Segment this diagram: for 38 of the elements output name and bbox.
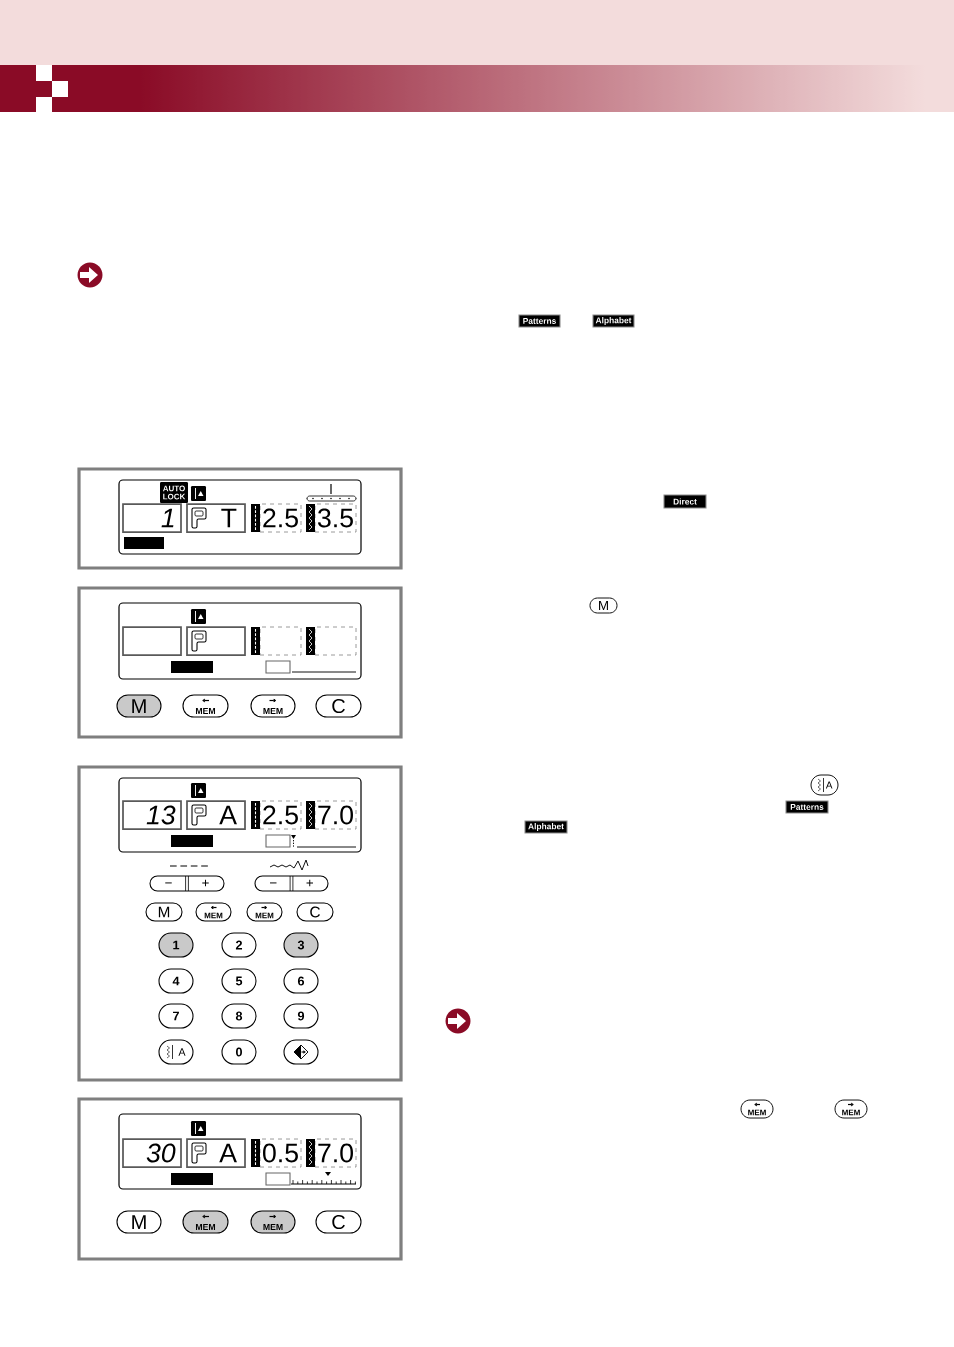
plus-minus-key: − + — [254, 875, 329, 892]
number-field: 13 — [122, 800, 182, 830]
mode-tab: Patterns — [518, 314, 561, 328]
width-field: 3.5 — [314, 503, 357, 533]
number-field: 30 — [122, 1138, 182, 1168]
mode-tab: Patterns — [785, 800, 829, 814]
key: C — [315, 1210, 362, 1234]
width-field — [314, 626, 357, 656]
foot-field: A — [186, 1138, 246, 1168]
number-field — [122, 626, 182, 656]
key: A — [810, 774, 839, 796]
width-field: 7.0 — [314, 800, 357, 830]
mode-tab: Direct — [663, 494, 707, 509]
key: C — [315, 694, 362, 718]
key: M — [116, 1210, 162, 1234]
mem-key: MEM — [182, 694, 229, 718]
mem-key: MEM — [250, 694, 296, 718]
length-field: 2.5 — [259, 800, 302, 830]
mem-key: MEM — [740, 1099, 774, 1119]
mode-tab: Alphabet — [524, 820, 568, 834]
length-field — [259, 626, 302, 656]
key: M — [589, 597, 618, 614]
key: M — [116, 694, 162, 718]
foot-field: A — [186, 800, 246, 830]
foot-field: T — [186, 503, 246, 533]
mem-key: MEM — [182, 1210, 229, 1234]
mem-key: MEM — [834, 1099, 868, 1119]
mem-key: MEM — [250, 1210, 296, 1234]
width-field: 7.0 — [314, 1138, 357, 1168]
number-field: 1 — [122, 503, 182, 533]
length-field: 0.5 — [259, 1138, 302, 1168]
foot-field — [186, 626, 246, 656]
plus-minus-key: − + — [149, 875, 225, 892]
key: M — [145, 902, 183, 922]
length-field: 2.5 — [259, 503, 302, 533]
auto-lock-indicator: AUTO LOCK — [160, 482, 188, 503]
mode-tab: Alphabet — [592, 314, 635, 328]
key: C — [296, 902, 334, 922]
